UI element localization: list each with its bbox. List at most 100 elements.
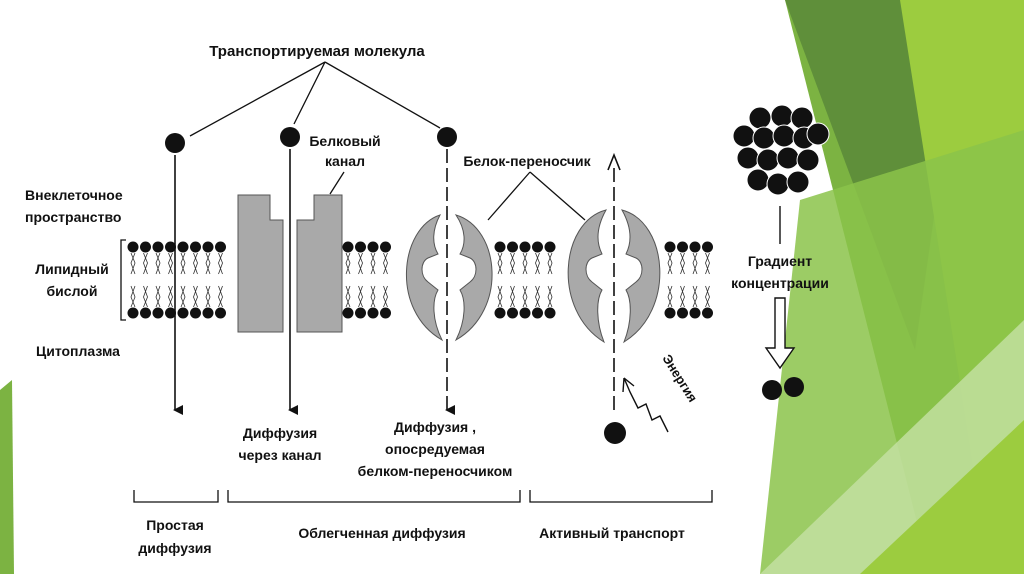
lipid-tail (205, 252, 211, 275)
active-transport-label: Активный транспорт (539, 525, 685, 541)
lipid-bilayer (127, 241, 713, 319)
lipid-head (215, 241, 226, 253)
molecule-active-transport (604, 422, 626, 444)
active-transport-bracket (529, 490, 713, 503)
cluster-molecule (796, 148, 820, 172)
lipid-head (494, 307, 506, 319)
lipid-tail (510, 285, 515, 308)
cluster-molecule (766, 172, 790, 196)
lipid-tail (143, 285, 148, 308)
lipid-tail (168, 285, 173, 308)
lipid-tail (705, 252, 710, 275)
lipid-tail (130, 252, 136, 275)
lipid-tail (522, 285, 528, 308)
lipid-tail (370, 252, 376, 275)
lipid-head (519, 307, 531, 319)
lipid-tail (667, 285, 673, 308)
simple-diffusion-bracket (133, 490, 219, 503)
cluster-molecule (746, 168, 770, 192)
lipid-head (367, 241, 379, 253)
lipid-head (380, 307, 391, 319)
category-brackets (133, 490, 713, 503)
carrier-diffusion-label-line1: Диффузия , (394, 419, 476, 435)
energy-label: Энергия (659, 352, 700, 405)
lipid-bilayer-label-line2: бислой (47, 283, 98, 299)
cluster-molecule (736, 146, 760, 170)
lipid-bilayer-label-line1: Липидный (35, 261, 108, 277)
lipid-head (342, 307, 354, 319)
energy-zigzag-arrow (622, 377, 669, 433)
lipid-head (152, 241, 164, 253)
extracellular-label-line1: Внеклеточное (25, 187, 123, 203)
lipid-head (544, 241, 556, 253)
lipid-tail (680, 285, 685, 308)
lipid-head (342, 241, 354, 253)
protein-channel-pointer (329, 171, 345, 195)
channel-diffusion-label-line1: Диффузия (243, 425, 317, 441)
carrier-protein-active (567, 209, 661, 344)
lipid-tail (345, 285, 351, 308)
lipid-head (127, 241, 139, 253)
lipid-head (177, 241, 189, 253)
lipid-head (152, 307, 164, 319)
low-concentration-molecule-2 (784, 377, 804, 397)
cluster-molecule (732, 124, 756, 148)
lipid-head (702, 241, 713, 253)
simple-diffusion-label-line1: Простая (146, 517, 204, 533)
lipid-tail (345, 252, 351, 275)
molecule-carrier (437, 127, 457, 147)
cluster-molecule (806, 122, 830, 146)
channel-subunit-right (296, 194, 343, 333)
carrier-half-right (454, 214, 493, 342)
facilitated-diffusion-bracket (227, 490, 521, 503)
lipid-head (677, 241, 688, 253)
lipid-head (202, 307, 214, 319)
lipid-head (165, 241, 176, 253)
carrier-diffusion-label-line3: белком-переносчиком (358, 463, 513, 479)
lipid-tail (692, 252, 698, 275)
lipid-tail (205, 285, 211, 308)
carrier-diffusion-label-line2: опосредуемая (385, 441, 485, 457)
carrier-protein-facilitated (406, 214, 493, 342)
lipid-tail (535, 252, 540, 275)
lipid-tail (193, 252, 198, 275)
cluster-molecule (790, 106, 814, 130)
lipid-head (664, 241, 676, 253)
lipid-head (190, 241, 201, 253)
lipid-head (202, 241, 214, 253)
molecule-connector-lines (189, 61, 441, 137)
lipid-head (177, 307, 189, 319)
lipid-head (140, 241, 151, 253)
extracellular-label-line2: пространство (25, 209, 121, 225)
lipid-head (532, 241, 543, 253)
lipid-head (507, 241, 518, 253)
lipid-tail (155, 252, 161, 275)
lipid-head (532, 307, 543, 319)
lipid-head (664, 307, 676, 319)
lipid-tail (180, 252, 186, 275)
protein-channel-label-line1: Белковый (309, 133, 380, 149)
lipid-tail (155, 285, 161, 308)
low-concentration-molecule-1 (762, 380, 782, 400)
lipid-head (507, 307, 518, 319)
lipid-tail (680, 252, 685, 275)
lipid-tail (497, 285, 503, 308)
lipid-tail (130, 285, 136, 308)
protein-channel (237, 194, 343, 333)
lipid-tail (535, 285, 540, 308)
gradient-hollow-arrow (764, 297, 796, 370)
lipid-tail (510, 252, 515, 275)
lipid-tail (705, 285, 710, 308)
lipid-head (494, 241, 506, 253)
carrier-protein-pointers (487, 171, 586, 221)
cluster-molecule (748, 106, 772, 130)
cytoplasm-label: Цитоплазма (36, 343, 120, 359)
high-concentration-molecules (732, 104, 830, 196)
molecule-channel (280, 127, 300, 147)
lipid-head (190, 307, 201, 319)
cluster-molecule (776, 146, 800, 170)
lipid-head (165, 307, 176, 319)
channel-subunit-left (237, 194, 284, 333)
